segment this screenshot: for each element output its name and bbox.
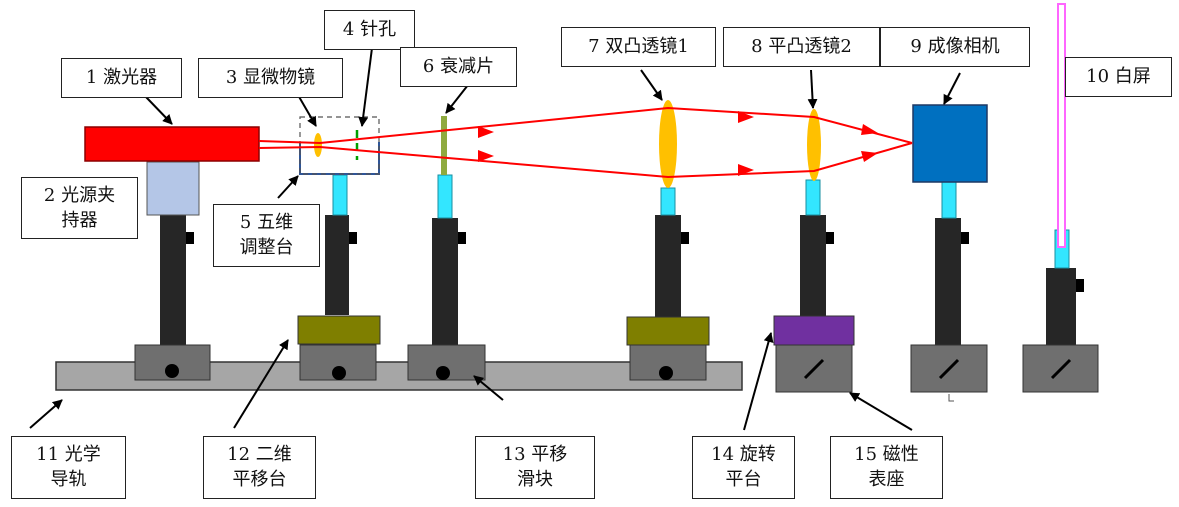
laser [84, 126, 260, 162]
laser-slider-screw [165, 364, 179, 378]
camera-cyan-post [941, 181, 957, 219]
lens1-post [655, 215, 681, 317]
attenuator-post-knob [458, 232, 466, 244]
label-attenuator: 6 衰减片 [400, 47, 517, 87]
imaging-camera [912, 104, 988, 183]
label-laser: 1 激光器 [61, 58, 182, 98]
attenuator [441, 116, 447, 175]
lens1-translation-stage [626, 316, 710, 346]
light-source-clamp [146, 161, 200, 216]
attenuator-cyan-post [437, 174, 453, 219]
white-screen [1057, 3, 1066, 248]
label-translation-stage-2d-line1: 12 二维 [227, 444, 292, 465]
label-sliding-block-line2: 滑块 [517, 469, 553, 490]
screen-post-knob [1076, 279, 1084, 292]
lens1-slider-screw [659, 366, 673, 380]
label-optical-rail-line2: 导轨 [50, 469, 87, 490]
label-translation-stage-2d-line2: 平移台 [232, 469, 287, 490]
laser-post [160, 215, 186, 345]
label-white-screen: 10 白屏 [1065, 57, 1172, 97]
callout-arrows [29, 47, 961, 431]
laser-post-knob [186, 232, 194, 244]
stage5-cyan-post [332, 174, 348, 216]
lens2-cyan-post [805, 179, 821, 216]
stage5-slider-screw [332, 366, 346, 380]
label-five-axis-stage: 5 五维 调整台 [213, 204, 320, 267]
lens1-post-knob [681, 232, 689, 244]
label-translation-stage-2d: 12 二维 平移台 [203, 436, 316, 499]
screen-magnetic-base-switch [1050, 358, 1072, 380]
camera-base-mark [948, 394, 954, 402]
label-microscope-objective: 3 显微物镜 [198, 58, 343, 98]
laser-beam [258, 106, 913, 179]
camera-post-knob [961, 232, 969, 244]
lens1-cyan-post [660, 187, 676, 216]
label-optical-rail: 11 光学 导轨 [11, 436, 126, 499]
label-light-source-clamp: 2 光源夹 持器 [21, 177, 138, 239]
screen-post [1046, 268, 1076, 345]
rotary-stage [773, 315, 855, 346]
label-pinhole: 4 针孔 [324, 10, 415, 50]
lens2-post [800, 215, 826, 316]
label-rotary-stage: 14 旋转 平台 [692, 436, 795, 499]
translation-stage-2d [297, 315, 381, 345]
microscope-objective [314, 133, 322, 157]
label-magnetic-base: 15 磁性 表座 [830, 436, 943, 499]
label-five-axis-stage-line2: 调整台 [239, 237, 294, 258]
label-plano-convex-lens-2: 8 平凸透镜2 [723, 27, 880, 67]
label-rotary-stage-line2: 平台 [725, 469, 762, 490]
biconvex-lens-1 [659, 100, 677, 188]
label-magnetic-base-line2: 表座 [868, 469, 905, 490]
label-rotary-stage-line1: 14 旋转 [711, 444, 776, 465]
camera-magnetic-base-switch [938, 358, 960, 380]
sliding-block-screw [436, 366, 450, 380]
label-light-source-clamp-line2: 持器 [61, 210, 98, 231]
label-sliding-block: 13 平移 滑块 [475, 436, 595, 499]
label-magnetic-base-line1: 15 磁性 [854, 444, 919, 465]
pinhole-dashed-box [299, 116, 380, 175]
attenuator-post [432, 218, 458, 345]
label-optical-rail-line1: 11 光学 [36, 444, 101, 465]
camera-post [935, 218, 961, 345]
beam-direction-arrows [478, 111, 878, 176]
label-sliding-block-line1: 13 平移 [502, 444, 568, 465]
lens2-post-knob [826, 232, 834, 244]
stage5-post-knob [349, 232, 357, 244]
plano-convex-lens-2 [807, 109, 821, 181]
label-imaging-camera: 9 成像相机 [880, 27, 1030, 67]
lens2-magnetic-base-switch [803, 358, 825, 380]
stage5-post [325, 215, 349, 315]
label-five-axis-stage-line1: 5 五维 [239, 212, 294, 233]
label-light-source-clamp-line1: 2 光源夹 [43, 185, 116, 206]
label-biconvex-lens-1: 7 双凸透镜1 [561, 27, 716, 67]
